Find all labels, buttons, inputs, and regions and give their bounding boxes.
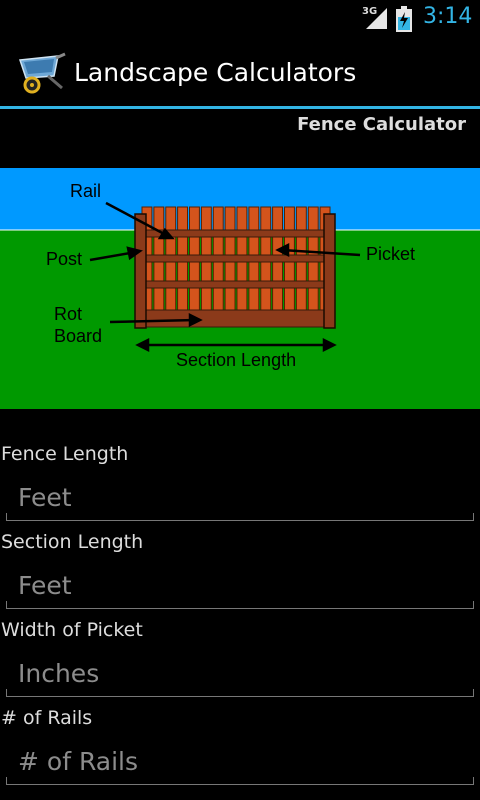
picket-width-label: Width of Picket <box>1 619 143 641</box>
label-post: Post <box>46 249 82 269</box>
battery-charging-icon <box>396 6 412 32</box>
action-bar-divider <box>0 106 480 109</box>
fence-diagram: Rail Post Picket Rot Board Section Lengt… <box>0 168 480 409</box>
app-title: Landscape Calculators <box>74 58 357 87</box>
picket-width-underline <box>6 689 474 697</box>
network-type: 3G <box>362 6 378 17</box>
rails-count-label: # of Rails <box>1 707 93 729</box>
rails-count-input[interactable] <box>6 739 474 783</box>
label-rot: Rot <box>54 304 82 324</box>
label-board: Board <box>54 326 102 346</box>
section-length-input[interactable] <box>6 563 474 607</box>
label-section-length: Section Length <box>176 350 296 370</box>
label-rail: Rail <box>70 181 101 201</box>
label-picket: Picket <box>366 244 415 264</box>
section-length-label: Section Length <box>1 531 144 553</box>
clock: 3:14 <box>423 4 473 29</box>
picket-width-input[interactable] <box>6 651 474 695</box>
fence-length-underline <box>6 513 474 521</box>
section-length-underline <box>6 601 474 609</box>
fence-length-label: Fence Length <box>1 443 129 465</box>
wheelbarrow-icon[interactable] <box>18 52 66 94</box>
signal-icon <box>366 8 387 29</box>
page-heading: Fence Calculator <box>297 114 466 135</box>
fence-length-input[interactable] <box>6 475 474 519</box>
action-bar: Landscape Calculators <box>0 38 480 106</box>
rails-count-underline <box>6 777 474 785</box>
status-bar: 3G 3:14 <box>0 0 480 38</box>
